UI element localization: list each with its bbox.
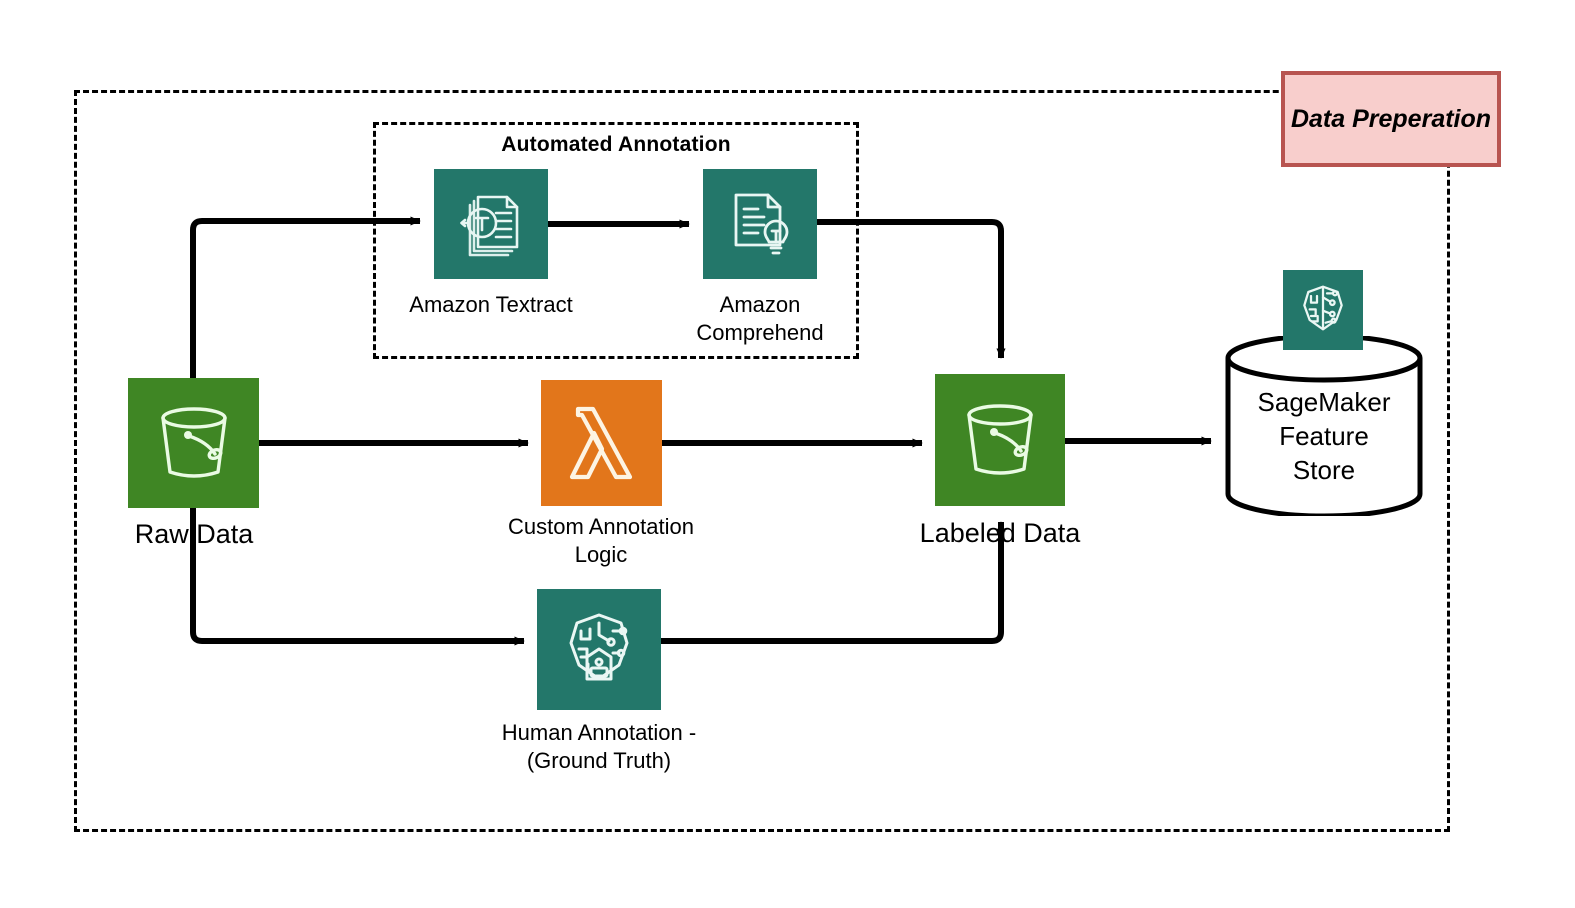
labeled-data-s3-tile[interactable] xyxy=(935,374,1065,506)
raw-data-s3-tile[interactable] xyxy=(128,378,259,508)
amazon-textract-tile[interactable] xyxy=(434,169,548,279)
sagemaker-ground-truth-icon xyxy=(569,613,629,680)
database-cylinder-shape xyxy=(1225,333,1423,519)
amazon-textract-icon xyxy=(460,195,519,257)
sagemaker-icon-tile[interactable] xyxy=(1283,270,1363,350)
data-preperation-label: Data Preperation xyxy=(1290,105,1492,133)
aws-lambda-icon xyxy=(569,406,632,480)
raw-data-label: Raw Data xyxy=(134,519,254,549)
aws-lambda-tile[interactable] xyxy=(541,380,662,506)
data-preperation-badge: Data Preperation xyxy=(1281,71,1501,167)
group-data-preperation xyxy=(74,90,1450,832)
amazon-comprehend-icon xyxy=(734,193,789,255)
amazon-comprehend-tile[interactable] xyxy=(703,169,817,279)
amazon-textract-label: Amazon Textract xyxy=(409,292,573,317)
labeled-data-label: Labeled Data xyxy=(919,518,1081,548)
s3-bucket-icon xyxy=(160,407,227,478)
custom-annotation-logic-label: Custom Annotation Logic xyxy=(508,514,694,567)
ground-truth-label: Human Annotation - (Ground Truth) xyxy=(501,720,697,773)
s3-bucket-icon xyxy=(967,404,1033,475)
feature-store-label: SageMaker Feature Store xyxy=(1257,387,1391,485)
automated-annotation-title: Automated Annotation xyxy=(501,133,731,156)
ground-truth-tile[interactable] xyxy=(537,589,661,710)
sagemaker-brain-icon xyxy=(1303,285,1343,331)
node-feature-store[interactable]: SageMaker Feature Store xyxy=(1224,333,1424,519)
amazon-comprehend-label: Amazon Comprehend xyxy=(696,292,824,345)
